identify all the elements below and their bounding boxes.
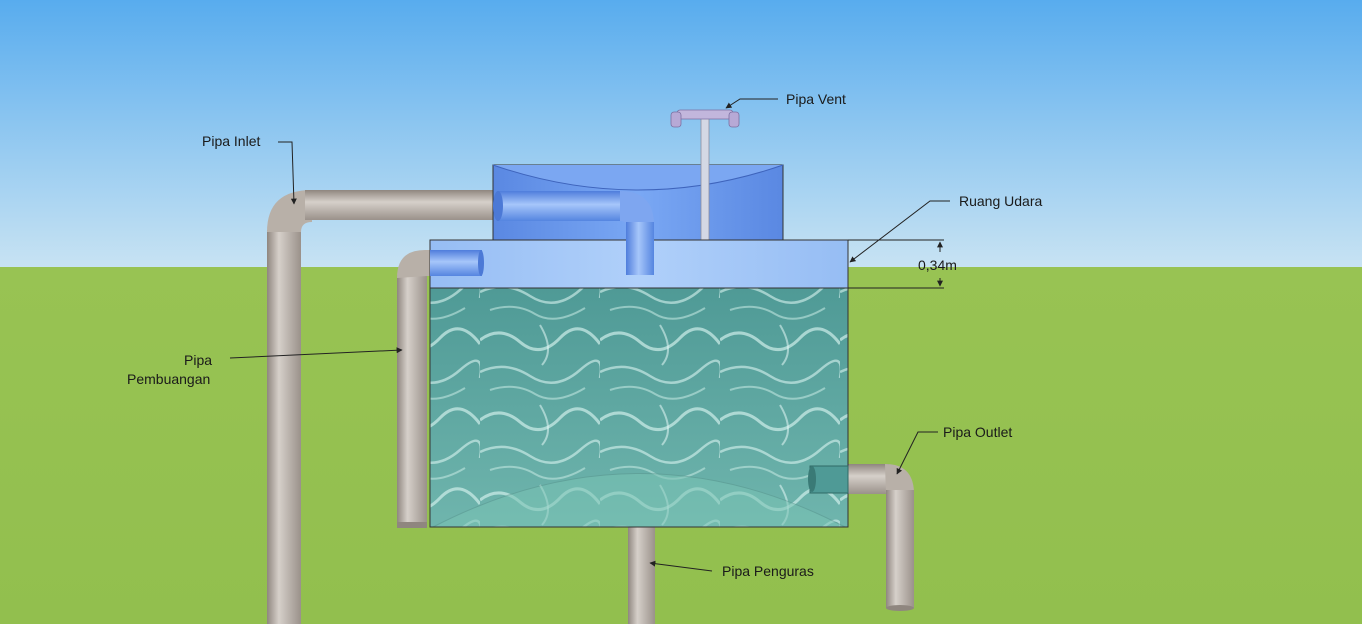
leader-inlet xyxy=(278,141,297,205)
overflow-pipe xyxy=(397,250,432,528)
label-pipa-pembuangan-1: Pipa xyxy=(184,352,212,368)
outlet-pipe xyxy=(845,464,914,611)
overflow-stub-end xyxy=(478,250,484,276)
label-pipa-inlet: Pipa Inlet xyxy=(202,133,260,149)
label-pipa-outlet: Pipa Outlet xyxy=(943,424,1012,440)
overflow-stub xyxy=(430,250,482,276)
label-pipa-penguras: Pipa Penguras xyxy=(722,563,814,579)
tank-water xyxy=(429,287,849,528)
leader-penguras xyxy=(649,560,713,572)
leader-vent xyxy=(725,98,778,109)
leader-outlet xyxy=(896,431,938,475)
outlet-stub xyxy=(809,465,849,494)
inlet-pipe xyxy=(267,190,497,624)
outlet-stub-end xyxy=(808,466,816,492)
inlet-elbow xyxy=(493,191,654,275)
vent-pipe xyxy=(670,109,740,243)
leader-ruang-udara xyxy=(849,200,950,263)
label-pipa-pembuangan-2: Pembuangan xyxy=(127,371,210,387)
dimension-label: 0,34m xyxy=(918,257,957,273)
label-pipa-vent: Pipa Vent xyxy=(786,91,846,107)
label-ruang-udara: Ruang Udara xyxy=(959,193,1042,209)
leader-pembuangan xyxy=(229,347,403,359)
dimension-marker: 0,34m xyxy=(848,239,957,289)
leader-lines xyxy=(229,98,950,572)
